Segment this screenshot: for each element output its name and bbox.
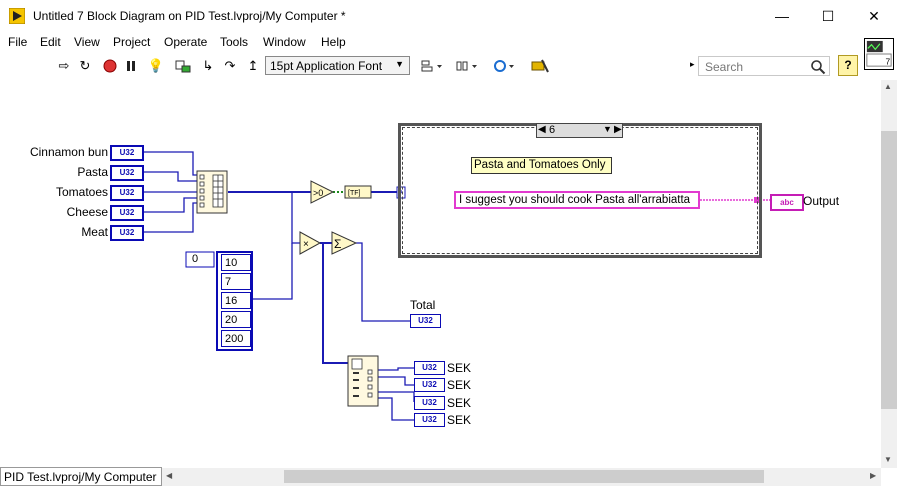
case-label: Pasta and Tomatoes Only: [471, 157, 612, 174]
sek-indicator[interactable]: U32: [414, 413, 445, 427]
maximize-button[interactable]: ☐: [821, 7, 835, 24]
meat-control[interactable]: U32: [110, 225, 144, 241]
menu-edit[interactable]: Edit: [40, 35, 61, 49]
close-button[interactable]: ✕: [868, 7, 880, 24]
cheese-control[interactable]: U32: [110, 205, 144, 221]
horizontal-scroll-thumb[interactable]: [284, 470, 764, 483]
step-out-icon[interactable]: ↥: [247, 58, 259, 73]
total-indicator[interactable]: U32: [410, 314, 441, 328]
search-chevron-icon: ▸: [690, 59, 695, 69]
step-into-icon[interactable]: ↳: [202, 58, 214, 73]
project-status-text: PID Test.lvproj/My Computer: [4, 470, 157, 484]
case-selector-value: 6: [549, 124, 556, 136]
svg-text:>0: >0: [313, 188, 323, 198]
pause-icon[interactable]: [122, 58, 140, 74]
window-title: Untitled 7 Block Diagram on PID Test.lvp…: [33, 9, 346, 23]
chevron-down-icon[interactable]: ▼: [603, 124, 612, 134]
project-status[interactable]: PID Test.lvproj/My Computer: [0, 467, 162, 486]
retain-wire-values-icon[interactable]: [174, 58, 192, 74]
tomatoes-control[interactable]: U32: [110, 185, 144, 201]
font-select[interactable]: 15pt Application Font ▼: [265, 56, 410, 75]
sek-label: SEK: [447, 378, 472, 392]
svg-text:Σ: Σ: [334, 237, 341, 251]
labview-icon: [9, 8, 25, 24]
sek-label: SEK: [447, 413, 472, 427]
pasta-control[interactable]: U32: [110, 165, 144, 181]
scroll-down-icon[interactable]: ▼: [884, 455, 892, 464]
output-indicator[interactable]: abc: [770, 194, 804, 211]
highlight-execution-icon[interactable]: 💡: [147, 58, 165, 73]
vi-connector-icon[interactable]: 7: [864, 38, 894, 70]
sek-indicator[interactable]: U32: [414, 378, 445, 392]
svg-text:[TF]: [TF]: [348, 190, 360, 197]
array-element[interactable]: 16: [221, 292, 251, 309]
abort-icon[interactable]: [101, 58, 119, 74]
case-selector[interactable]: ◀ 6 ▼ ▶: [536, 123, 623, 138]
scroll-right-icon[interactable]: ▶: [870, 471, 877, 480]
search-input[interactable]: Search: [698, 56, 830, 76]
total-label: Total: [410, 298, 436, 312]
case-prev-icon[interactable]: ◀: [538, 124, 546, 135]
input-label-meat: Meat: [81, 225, 108, 239]
chevron-down-icon: ▼: [395, 59, 404, 69]
reorder-icon[interactable]: [492, 58, 516, 74]
align-objects-icon[interactable]: [420, 58, 444, 74]
minimize-button[interactable]: —: [775, 8, 789, 24]
step-over-icon[interactable]: ↷: [224, 58, 236, 73]
title-bar: Untitled 7 Block Diagram on PID Test.lvp…: [0, 0, 897, 32]
array-element[interactable]: 20: [221, 311, 251, 328]
input-label-tomatoes: Tomatoes: [55, 185, 108, 199]
input-label-pasta: Pasta: [77, 165, 108, 179]
case-next-icon[interactable]: ▶: [614, 124, 622, 135]
run-continuously-icon[interactable]: ↻: [79, 58, 91, 73]
menu-tools[interactable]: Tools: [220, 35, 249, 49]
menu-bar: File Edit View Project Operate Tools Win…: [0, 32, 897, 52]
distribute-objects-icon[interactable]: [455, 58, 479, 74]
search-icon[interactable]: [810, 59, 826, 75]
sek-indicator[interactable]: U32: [414, 396, 445, 410]
input-label-cheese: Cheese: [66, 205, 108, 219]
output-label: Output: [803, 194, 840, 208]
suggestion-string-constant[interactable]: I suggest you should cook Pasta all'arra…: [454, 191, 700, 209]
search-placeholder: Search: [705, 60, 744, 74]
scroll-up-icon[interactable]: ▲: [884, 82, 892, 91]
font-select-value: 15pt Application Font: [270, 59, 383, 73]
array-element[interactable]: 7: [221, 273, 251, 290]
wires-layer: >0 [TF] × Σ ?: [143, 151, 770, 421]
sek-label: SEK: [447, 396, 472, 410]
svg-text:7: 7: [886, 56, 891, 66]
menu-project[interactable]: Project: [113, 35, 151, 49]
cinnamon-bun-control[interactable]: U32: [110, 145, 144, 161]
menu-operate[interactable]: Operate: [164, 35, 208, 49]
run-arrow-icon[interactable]: ⇨: [58, 58, 70, 73]
scroll-left-icon[interactable]: ◀: [166, 471, 173, 480]
array-index[interactable]: 0: [192, 253, 199, 265]
array-element[interactable]: 10: [221, 254, 251, 271]
input-label-cinnamon-bun: Cinnamon bun: [29, 145, 108, 159]
sek-indicator[interactable]: U32: [414, 361, 445, 375]
menu-window[interactable]: Window: [263, 35, 306, 49]
menu-file[interactable]: File: [8, 35, 28, 49]
sek-label: SEK: [447, 361, 472, 375]
vertical-scroll-thumb[interactable]: [881, 131, 897, 409]
context-help-button[interactable]: ?: [838, 55, 858, 76]
menu-help[interactable]: Help: [321, 35, 346, 49]
array-element[interactable]: 200: [221, 330, 251, 347]
svg-text:×: ×: [303, 239, 309, 250]
clean-up-diagram-icon[interactable]: [528, 58, 552, 74]
menu-view[interactable]: View: [74, 35, 100, 49]
